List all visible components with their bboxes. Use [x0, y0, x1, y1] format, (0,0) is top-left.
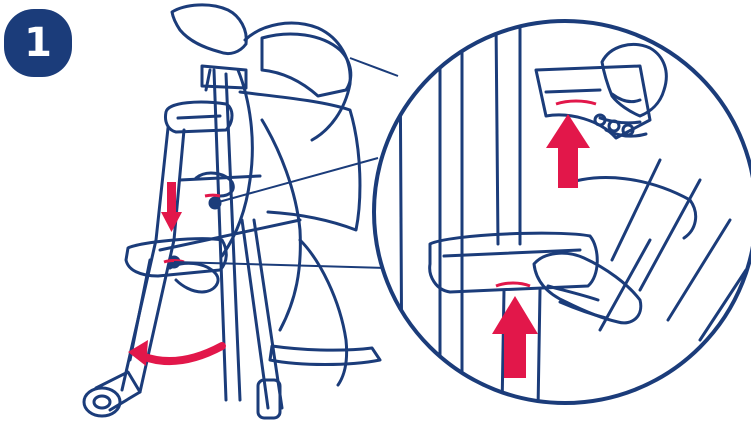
rear-wheel — [256, 378, 282, 420]
rear-leg-right — [240, 218, 284, 410]
main-red-marks — [128, 182, 226, 366]
down-arrow-icon — [161, 182, 182, 232]
high-chair-drawing — [82, 3, 382, 420]
front-wheel — [82, 386, 122, 418]
person-thigh — [298, 238, 349, 387]
seat-shell — [238, 90, 362, 232]
up-arrow-icon — [492, 296, 538, 378]
callout-lines — [173, 57, 399, 269]
front-leg-strip — [128, 258, 152, 362]
seat-back — [260, 32, 353, 98]
person-arm — [260, 118, 302, 332]
zoom-circle-outline — [372, 19, 751, 405]
hinge-block-lower — [124, 237, 228, 278]
seat-frame-cross — [158, 174, 302, 252]
zoom-detail — [372, 19, 751, 405]
person-foot — [268, 344, 382, 366]
zoom-lower-bracket-inner — [442, 248, 582, 258]
zoom-hand-lower — [532, 251, 643, 325]
person-head-hair — [170, 3, 248, 56]
step-badge — [4, 9, 72, 77]
person-shoulder — [243, 21, 352, 142]
handle-top — [164, 100, 234, 134]
hand-upper-main — [194, 171, 235, 198]
zoom-leg-center — [494, 21, 542, 403]
zoom-forearm — [558, 176, 698, 240]
front-wheel-hub — [92, 394, 112, 410]
zoom-lower-highlight — [495, 281, 531, 288]
step-number: 1 — [24, 20, 52, 66]
front-wheel-holder — [94, 370, 142, 412]
handle-top-inner — [176, 114, 222, 120]
curved-arrow-icon — [128, 340, 226, 366]
upper-hinge-highlight — [204, 193, 221, 198]
zoom-right-struts — [598, 158, 748, 342]
hinge-block-upper — [200, 64, 248, 90]
zoom-lower-bracket — [428, 231, 599, 294]
up-arrow-icon — [546, 114, 590, 188]
zoom-hand-lower-fingers — [546, 284, 608, 320]
zoom-upper-highlight — [555, 99, 597, 106]
zoom-upper-bracket-inner — [544, 88, 602, 94]
